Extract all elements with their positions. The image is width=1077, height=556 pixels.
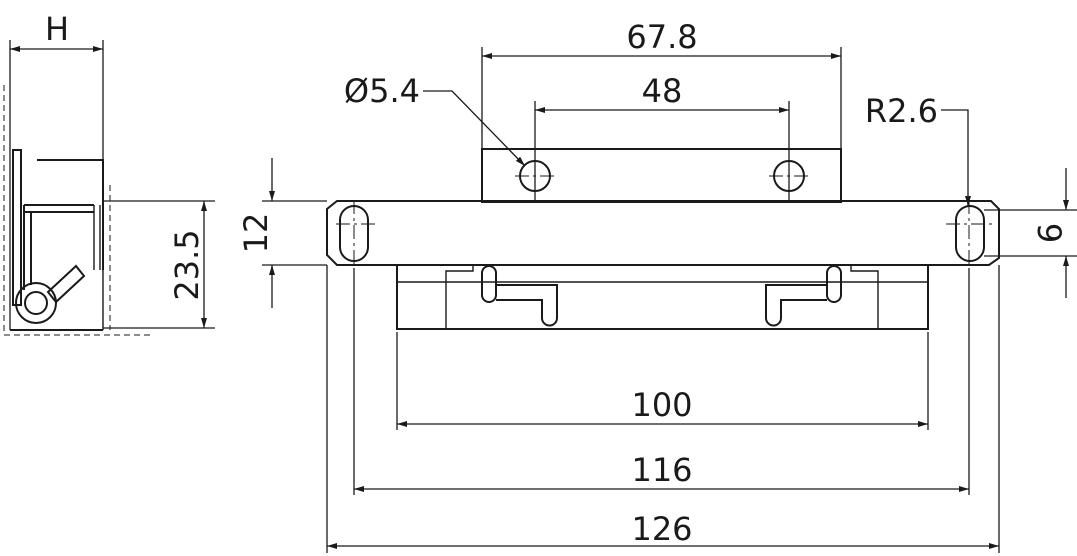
label-116: 116 <box>631 451 692 489</box>
label-48: 48 <box>642 72 683 110</box>
callout-hole-diameter: Ø5.4 <box>344 72 526 167</box>
dimension-9: 9 <box>984 168 1077 298</box>
dimension-100: 100 <box>396 332 929 430</box>
dimension-23-5: 23.5 <box>103 200 215 329</box>
lower-body <box>396 264 929 330</box>
centerlines <box>336 175 994 272</box>
main-bar <box>326 200 1000 266</box>
slot-right <box>955 205 985 262</box>
label-corner-radius: R2.6 <box>865 92 938 130</box>
label-h: H <box>45 10 69 48</box>
dimension-48: 48 <box>534 72 790 200</box>
label-23-5: 23.5 <box>168 229 206 300</box>
side-view <box>3 40 150 336</box>
dimension-67-8: 67.8 <box>481 18 842 149</box>
dimension-12: 12 <box>237 158 327 308</box>
label-12: 12 <box>237 213 275 254</box>
label-hole-diameter: Ø5.4 <box>344 72 420 110</box>
dimension-126: 126 <box>326 265 1000 553</box>
front-view <box>326 148 1000 330</box>
label-67-8: 67.8 <box>626 18 697 56</box>
callout-corner-radius: R2.6 <box>865 92 971 206</box>
label-126: 126 <box>631 510 692 548</box>
dimension-116: 116 <box>353 268 970 495</box>
dimension-h: H <box>10 10 103 52</box>
label-100: 100 <box>631 386 692 424</box>
label-9: 9 <box>1030 223 1068 243</box>
